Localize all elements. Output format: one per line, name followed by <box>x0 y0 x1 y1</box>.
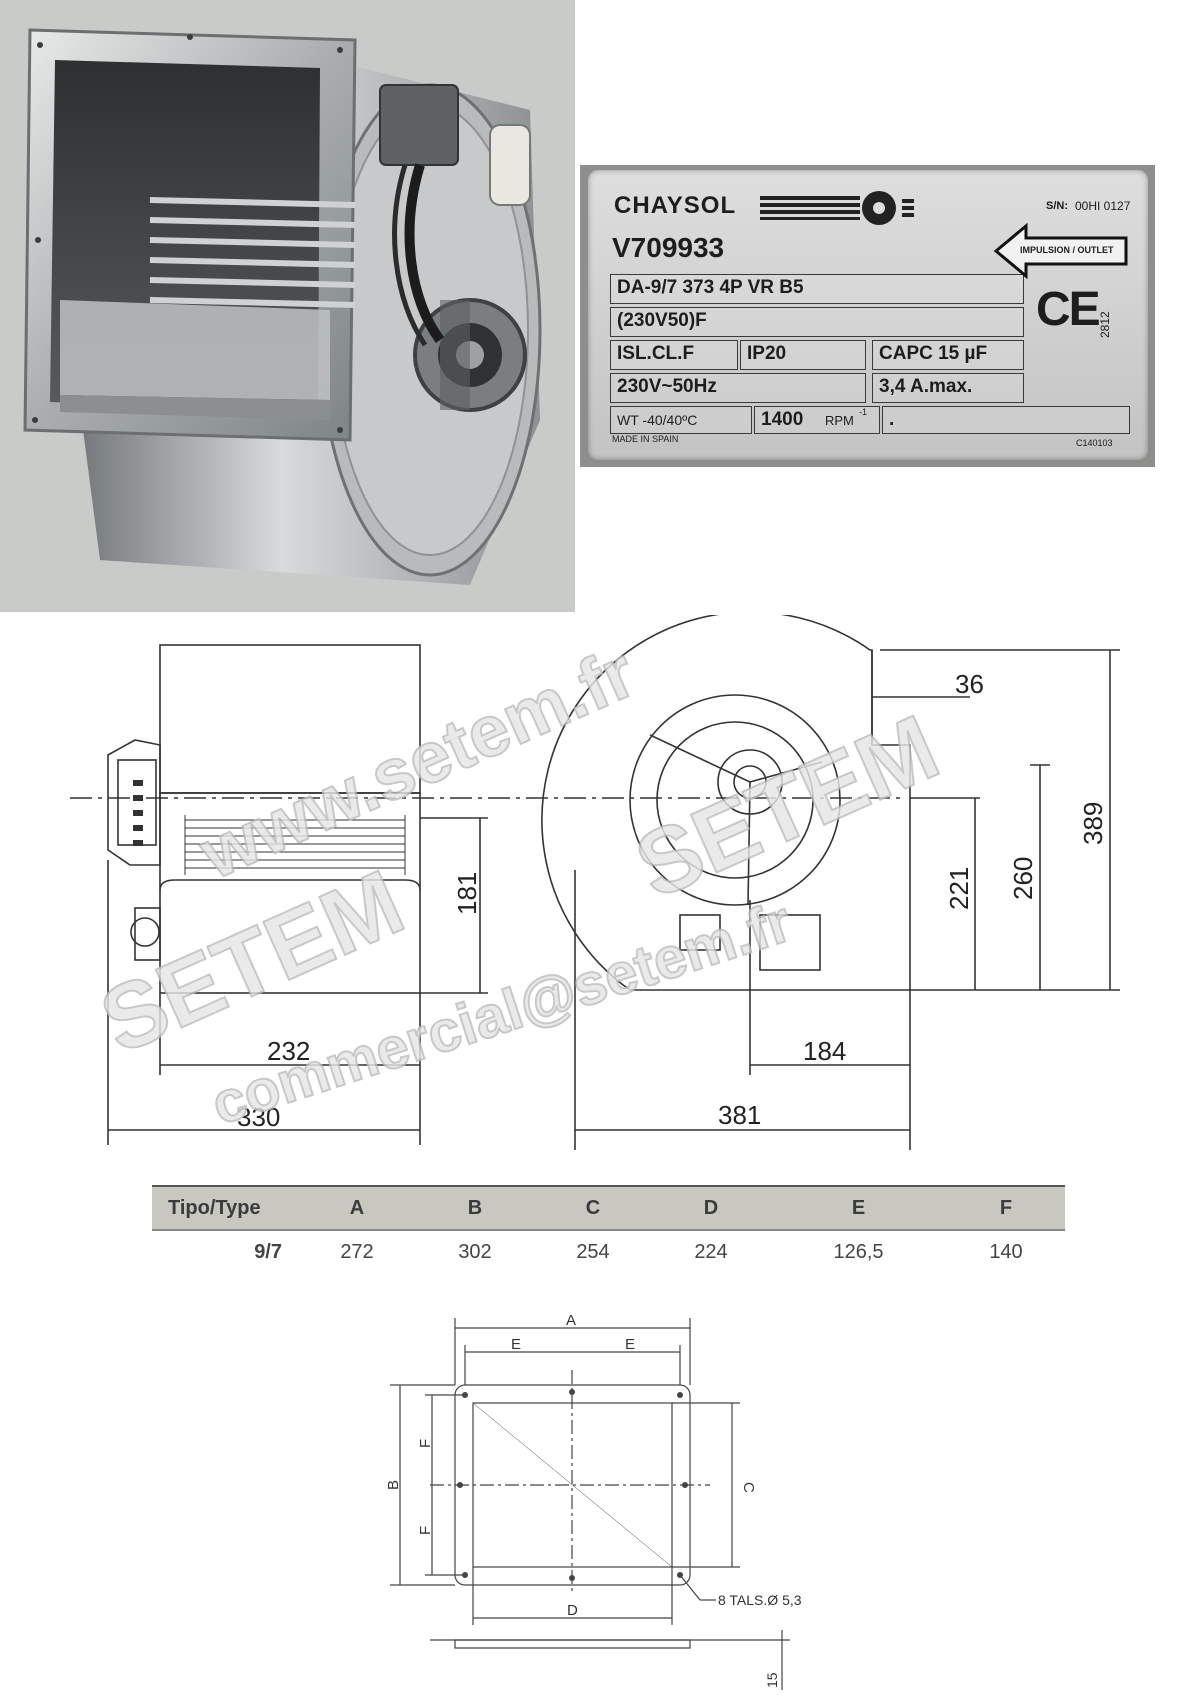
serial-value: 00HI 0127 <box>1075 199 1131 213</box>
table-header-b: B <box>416 1186 534 1230</box>
flange-label-e-right: E <box>625 1336 635 1353</box>
watermark-site: www.setem.fr <box>188 632 647 895</box>
supply-box: 230V~50Hz <box>610 373 866 403</box>
rating-plate: CHAYSOL S/N: 00HI 0127 V709933 DA-9/7 37… <box>588 170 1148 460</box>
rpm-exponent: -1 <box>859 407 868 417</box>
ip-rating: IP20 <box>747 343 787 364</box>
table-cell-e: 126,5 <box>833 1240 884 1263</box>
ce-mark: CE <box>1036 283 1101 336</box>
current: 3,4 A.max. <box>879 376 973 397</box>
plate-brand: CHAYSOL <box>614 192 737 219</box>
dim-36: 36 <box>955 669 984 699</box>
temperature: WT -40/40ºC <box>617 412 698 428</box>
table-cell-d: 224 <box>694 1240 728 1263</box>
flange-label-a: A <box>566 1312 576 1329</box>
flange-label-f-bottom: F <box>417 1526 434 1535</box>
voltage-code: (230V50)F <box>617 310 707 331</box>
table-cell-b: 302 <box>458 1240 492 1263</box>
flange-holes-note: 8 TALS.Ø 5,3 <box>718 1592 802 1608</box>
current-box: 3,4 A.max. <box>872 373 1024 403</box>
table-header-d: D <box>652 1186 770 1230</box>
table-header-row: Tipo/Type A B C D E F <box>152 1186 1065 1230</box>
notified-body: 2812 <box>1098 311 1112 338</box>
table-row: 9/7 272 302 254 224 126,5 140 <box>152 1230 1065 1273</box>
dim-330: 330 <box>237 1102 280 1132</box>
table-header-c: C <box>534 1186 652 1230</box>
table-header-f: F <box>947 1186 1065 1230</box>
scroll-housing <box>541 615 911 991</box>
table-cell-a: 272 <box>340 1240 374 1263</box>
flange-label-c: C <box>740 1482 757 1493</box>
dimension-table: Tipo/Type A B C D E F 9/7 272 302 254 22… <box>152 1185 1065 1273</box>
temperature-box: WT -40/40ºC <box>610 406 752 434</box>
dim-389: 389 <box>1078 802 1108 845</box>
table-cell-type: 9/7 <box>254 1240 282 1263</box>
dim-221: 221 <box>944 867 974 910</box>
side-view-blades <box>184 815 406 875</box>
model-line-box: DA-9/7 373 4P VR B5 <box>610 274 1024 304</box>
batch: C140103 <box>1076 438 1113 448</box>
flange-label-e-left: E <box>511 1336 521 1353</box>
table-header-e: E <box>770 1186 947 1230</box>
extra-field: . <box>889 409 895 430</box>
side-view-body <box>159 792 421 994</box>
outlet-arrow-icon <box>993 222 1128 280</box>
insulation-box: ISL.CL.F <box>610 340 738 370</box>
dim-260: 260 <box>1008 857 1038 900</box>
table-header-a: A <box>298 1186 416 1230</box>
rpm-box: 1400 RPM -1 <box>754 406 880 434</box>
dim-232: 232 <box>267 1036 310 1066</box>
dimension-drawing: 232 330 181 36 221 260 389 184 381 www.s… <box>70 615 1120 1150</box>
terminal-box <box>759 914 821 971</box>
table-header-type: Tipo/Type <box>152 1186 298 1230</box>
rating-plate-photo: CHAYSOL S/N: 00HI 0127 V709933 DA-9/7 37… <box>580 165 1155 467</box>
dim-181: 181 <box>452 872 482 915</box>
dim-184: 184 <box>803 1036 846 1066</box>
inlet-ring-outer <box>629 694 841 906</box>
table-cell-c: 254 <box>576 1240 610 1263</box>
serial-label: S/N: <box>1046 200 1068 212</box>
product-photo <box>0 0 575 612</box>
supply: 230V~50Hz <box>617 376 717 397</box>
rpm-unit: RPM <box>825 413 854 428</box>
voltage-code-box: (230V50)F <box>610 307 1024 337</box>
origin: MADE IN SPAIN <box>612 434 679 444</box>
dim-381: 381 <box>718 1100 761 1130</box>
flange-thickness: 15 <box>764 1672 780 1688</box>
fan-photo-illustration <box>23 28 542 585</box>
ip-rating-box: IP20 <box>740 340 866 370</box>
motor-side-profile <box>107 739 161 866</box>
extra-field-box: . <box>882 406 1130 434</box>
rpm-value: 1400 <box>761 409 804 430</box>
flange-label-d: D <box>567 1602 578 1619</box>
flange-drawing: A E E B F F C D 8 TALS.Ø 5,3 15 <box>385 1312 802 1690</box>
flange-label-b: B <box>385 1480 402 1490</box>
capacitor-box: CAPC 15 µF <box>872 340 1024 370</box>
capacitor: CAPC 15 µF <box>879 343 988 364</box>
insulation: ISL.CL.F <box>617 343 695 364</box>
inlet-ring-inner <box>656 721 814 879</box>
outlet-label: IMPULSION / OUTLET <box>1020 245 1114 255</box>
watermark-brand-b: SETEM <box>622 696 953 918</box>
model-line: DA-9/7 373 4P VR B5 <box>617 277 804 298</box>
brand-logo-icon <box>760 191 914 225</box>
flange-label-f-top: F <box>417 1439 434 1448</box>
model-code: V709933 <box>612 232 725 263</box>
table-cell-f: 140 <box>989 1240 1023 1263</box>
